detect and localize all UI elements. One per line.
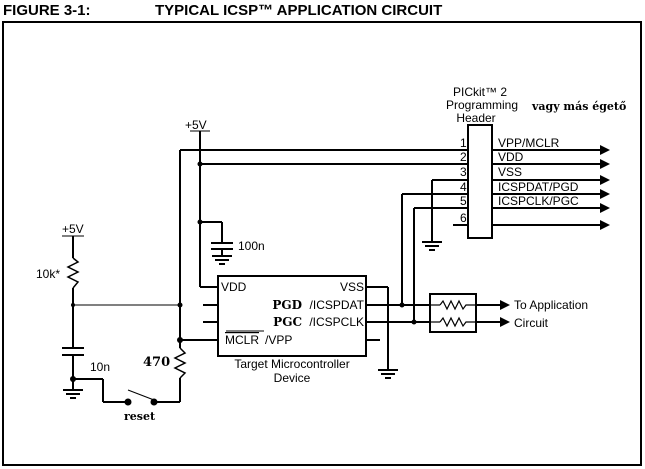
ground-symbols — [63, 241, 442, 399]
resistor-10k-label: 10k* — [36, 267, 60, 281]
application-label-2: Circuit — [514, 316, 549, 330]
mcu-vpp-label: /VPP — [265, 333, 292, 347]
mcu-icspclk-label: /ICSPCLK — [309, 315, 364, 329]
reset-switch-label: reset — [124, 410, 156, 423]
mcu-vdd-label: VDD — [221, 280, 247, 294]
pin-signal: ICSPDAT/PGD — [498, 180, 579, 194]
pin-number: 4 — [460, 180, 467, 194]
pin-number: 5 — [460, 194, 467, 208]
series-resistor-box — [429, 293, 477, 333]
mcu-pgc-label: PGC — [273, 315, 302, 329]
target-mcu — [217, 275, 367, 357]
pin-signal: VDD — [498, 150, 524, 164]
pin-signal: VPP/MCLR — [498, 136, 560, 150]
programming-header — [467, 124, 493, 239]
mcu-caption-1: Target Microcontroller — [234, 357, 349, 371]
mcu-caption-2: Device — [274, 371, 311, 385]
supply-label-top: +5V — [185, 118, 207, 132]
resistor-470 — [173, 347, 187, 379]
pin-number: 3 — [460, 165, 467, 179]
header-label-1: PICkit™ 2 — [453, 85, 507, 99]
header-annotation: vagy más égető — [531, 100, 626, 113]
pin-signal: VSS — [498, 165, 522, 179]
header-label-2: Programming — [446, 98, 518, 112]
wires — [62, 130, 600, 403]
figure-number: FIGURE 3-1: — [3, 2, 91, 19]
figure-frame — [2, 21, 642, 466]
cap-10n-label: 10n — [90, 360, 110, 374]
mcu-vss-label: VSS — [340, 280, 364, 294]
application-label-1: To Application — [514, 298, 588, 312]
figure-caption: TYPICAL ICSP™ APPLICATION CIRCUIT — [155, 2, 443, 19]
pin-number: 6 — [460, 211, 467, 225]
junction-dots — [70, 161, 417, 406]
header-label-3: Header — [456, 111, 495, 125]
header-pin-numbers: 1 2 3 4 5 6 — [460, 136, 467, 225]
cap-100n-label: 100n — [238, 239, 265, 253]
mcu-mclr-label: MCLR — [225, 333, 259, 347]
resistor-470-label: 470 — [143, 355, 170, 370]
mcu-pgd-label: PGD — [272, 298, 302, 312]
resistor-10k — [66, 257, 80, 289]
arrows — [500, 145, 610, 327]
mcu-icspdat-label: /ICSPDAT — [310, 298, 365, 312]
pin-number: 1 — [460, 136, 467, 150]
header-pin-signals: VPP/MCLR VDD VSS ICSPDAT/PGD ICSPCLK/PGC — [498, 136, 579, 208]
pin-number: 2 — [460, 150, 467, 164]
series-resistors — [430, 299, 476, 328]
supply-label-left: +5V — [62, 222, 84, 236]
pin-signal: ICSPCLK/PGC — [498, 194, 579, 208]
figure-title: FIGURE 3-1: TYPICAL ICSP™ APPLICATION CIR… — [3, 2, 442, 19]
